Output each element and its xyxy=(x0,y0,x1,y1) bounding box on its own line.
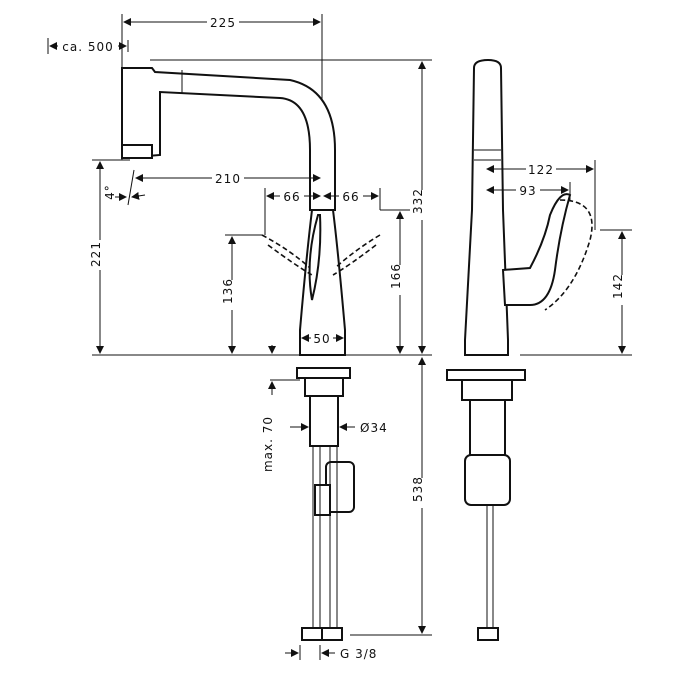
dim-50: 50 xyxy=(313,332,330,346)
dim-142: 142 xyxy=(611,273,625,299)
dim-122: 122 xyxy=(528,163,554,177)
dimension-labels: 225 ca. 500 210 4° 66 66 221 136 166 332… xyxy=(58,14,630,661)
dim-210: 210 xyxy=(215,172,241,186)
dim-diameter-34: Ø34 xyxy=(360,421,388,435)
dim-93: 93 xyxy=(519,184,536,198)
side-view-faucet xyxy=(446,58,593,641)
dim-66-right: 66 xyxy=(342,190,359,204)
dim-ca-500: ca. 500 xyxy=(62,40,113,54)
dim-g-3-8: G 3/8 xyxy=(340,647,377,661)
dim-166: 166 xyxy=(389,263,403,289)
dim-4-degree: 4° xyxy=(103,184,117,200)
front-view-faucet xyxy=(121,67,381,641)
dim-66-left: 66 xyxy=(283,190,300,204)
dim-538: 538 xyxy=(411,476,425,502)
reference-lines xyxy=(47,14,632,660)
dim-221: 221 xyxy=(89,241,103,267)
dim-136: 136 xyxy=(221,278,235,304)
dim-max-70: max. 70 xyxy=(261,416,275,472)
dim-332: 332 xyxy=(411,188,425,214)
dim-225: 225 xyxy=(210,16,236,30)
